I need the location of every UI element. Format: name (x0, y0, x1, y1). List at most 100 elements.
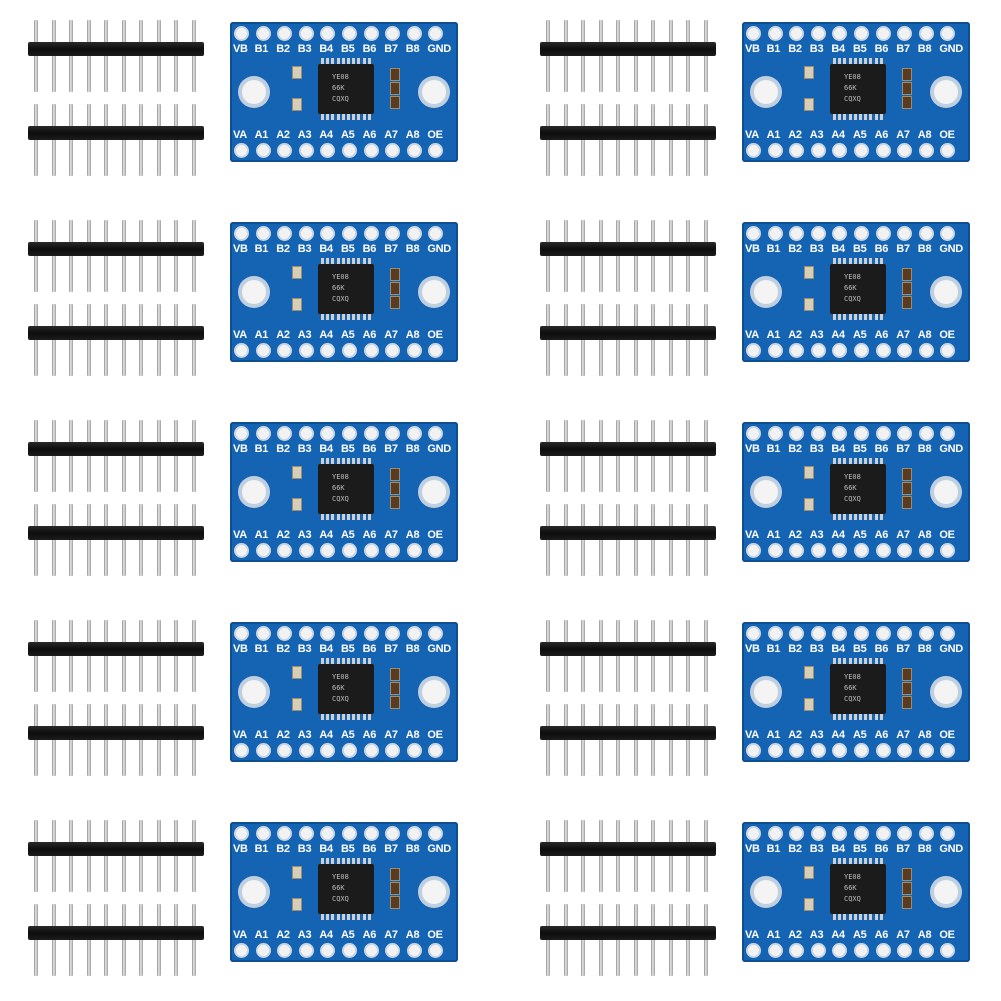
smd-component (390, 268, 400, 281)
chip-marking: CQXQ (844, 895, 861, 903)
header-pin (668, 820, 673, 892)
pin-hole-top (279, 228, 291, 239)
header-pin (598, 904, 603, 976)
pin-hole-bottom (748, 545, 759, 556)
chip-leg (321, 458, 324, 464)
pin-hole-bottom (387, 545, 399, 556)
header-pin (563, 420, 568, 492)
pin-hole-bottom (942, 145, 954, 156)
smd-component (804, 698, 814, 711)
smd-component (292, 66, 302, 79)
pin-hole-top (856, 428, 867, 439)
board-label-bottom: A3 (809, 129, 824, 141)
chip-leg (859, 514, 862, 520)
header-pin (121, 20, 126, 92)
board-label-bottom: A1 (254, 929, 269, 941)
pin-hole-bottom (236, 745, 247, 756)
board-label-bottom: VA (233, 929, 247, 941)
chip-leg (352, 58, 356, 64)
chip-leg (362, 658, 366, 664)
chip-marking: YE08 (332, 673, 349, 681)
header-pin (703, 420, 708, 492)
pin-hole-top (236, 28, 247, 39)
header-plastic-bar (540, 726, 716, 740)
chip-marking: CQXQ (332, 895, 349, 903)
board-label-bottom: A3 (809, 929, 824, 941)
header-pin (104, 20, 108, 92)
header-pin (598, 220, 603, 292)
pin-hole-bottom (279, 745, 291, 756)
header-pin (703, 504, 708, 576)
board-label-top: B4 (831, 643, 845, 655)
header-pin (174, 20, 178, 92)
header-pin (174, 220, 178, 292)
board-label-bottom: A1 (254, 129, 269, 141)
board-label-bottom: VA (745, 329, 759, 341)
board-label-bottom: A7 (384, 729, 398, 741)
chip-leg (853, 114, 857, 120)
header-pin (104, 904, 108, 976)
board-label-top: B4 (319, 43, 333, 55)
chip-leg (352, 458, 356, 464)
board-label-bottom: VA (233, 529, 247, 541)
chip-marking: 66K (844, 484, 857, 492)
chip-leg (336, 514, 340, 520)
chip-leg (859, 114, 862, 120)
chip-leg (853, 258, 857, 264)
board-label-top: B2 (276, 243, 290, 255)
header-pin (598, 704, 603, 776)
pin-hole-top (877, 828, 889, 839)
header-pin (616, 20, 620, 92)
chip-leg (869, 858, 873, 864)
smd-component (902, 296, 912, 309)
pin-hole-top (748, 428, 759, 439)
mounting-hole (754, 680, 778, 704)
smd-component (390, 482, 400, 495)
chip-marking: YE08 (844, 473, 861, 481)
pin-header-strip (540, 104, 716, 176)
board-label-bottom: A1 (254, 329, 269, 341)
chip-leg (853, 858, 857, 864)
header-pin (546, 220, 550, 292)
header-pin (156, 904, 161, 976)
smd-component (390, 868, 400, 881)
chip-marking: YE08 (332, 473, 349, 481)
pin-hole-bottom (877, 145, 889, 156)
chip-leg (367, 458, 371, 464)
chip-leg (331, 858, 335, 864)
board-label-bottom: A6 (362, 729, 377, 741)
header-plastic-bar (540, 642, 716, 656)
smd-component (390, 296, 400, 309)
chip-leg (843, 714, 847, 720)
board-label-bottom: VA (745, 129, 759, 141)
header-pin (633, 220, 638, 292)
header-pin (686, 220, 690, 292)
smd-component (804, 666, 814, 679)
chip-leg (336, 114, 340, 120)
board-label-top: B7 (384, 643, 398, 655)
chip-leg (859, 914, 862, 920)
chip-leg (833, 658, 836, 664)
header-plastic-bar (540, 526, 716, 540)
header-pin (51, 620, 56, 692)
chip-leg (357, 58, 361, 64)
header-pin (668, 220, 673, 292)
chip-leg (833, 458, 836, 464)
board-label-bottom: A7 (896, 929, 910, 941)
header-pin (69, 904, 73, 976)
pin-hole-top (769, 828, 781, 839)
header-pin (686, 104, 690, 176)
chip-leg (367, 258, 371, 264)
pin-hole-bottom (322, 145, 334, 156)
header-pin (686, 304, 690, 376)
board-label-top: B4 (319, 643, 333, 655)
pin-headers (540, 620, 730, 780)
board-label-bottom: OE (939, 729, 955, 741)
smd-component (292, 98, 302, 111)
board-label-top: B7 (896, 443, 910, 455)
pin-hole-top (769, 28, 781, 39)
chip-leg (838, 258, 842, 264)
pin-hole-top (236, 828, 247, 839)
pin-header-strip (540, 820, 716, 892)
